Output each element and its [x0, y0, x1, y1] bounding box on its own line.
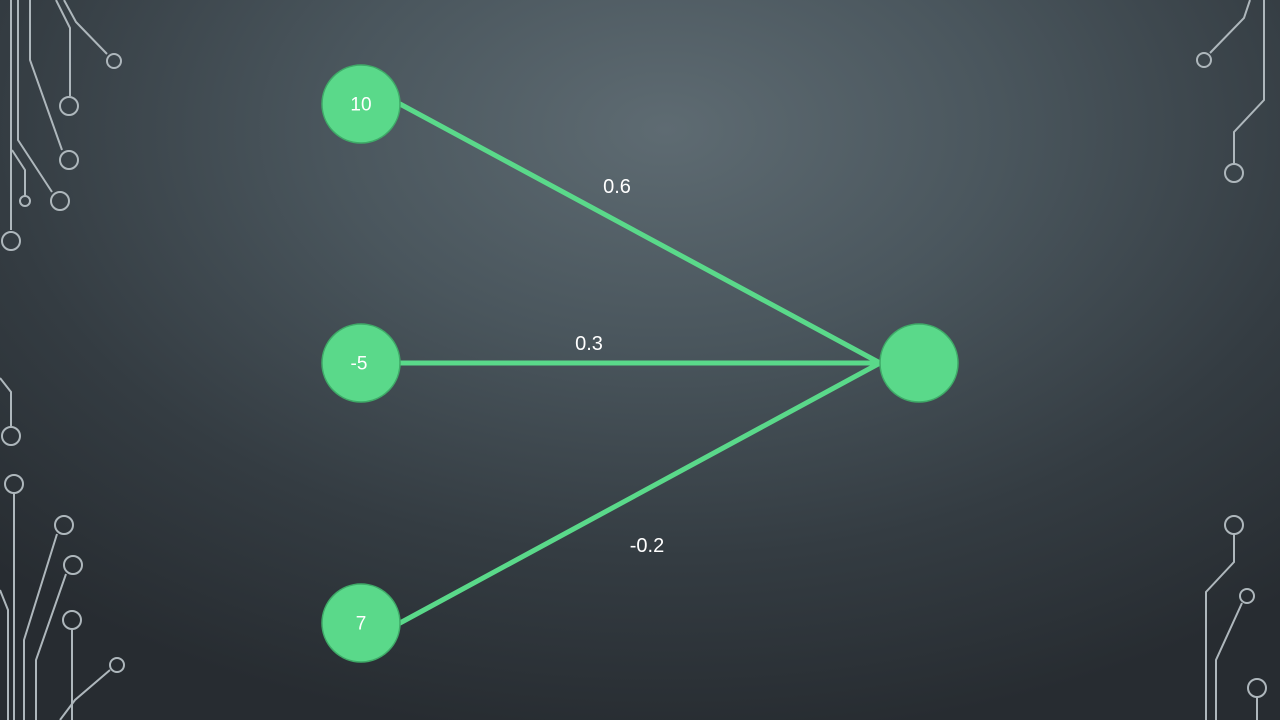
input-node-2: -5	[321, 323, 401, 403]
output-node-circle	[879, 323, 959, 403]
input-node-3-circle	[321, 583, 401, 663]
input-node-3: 7	[321, 583, 401, 663]
input-node-2-label: -5	[351, 354, 368, 375]
weight-labels: 0.6 0.3 -0.2	[575, 176, 664, 557]
circuit-decoration-bottom-right	[1205, 515, 1267, 720]
input-node-1-circle	[321, 64, 401, 144]
edge-input-1-to-output	[397, 101, 883, 366]
output-node	[879, 323, 959, 403]
circuit-decoration-bottom-left	[0, 377, 125, 720]
input-node-1: 10	[321, 64, 401, 144]
circuit-decoration-top-left	[1, 0, 122, 251]
edges	[397, 101, 883, 626]
input-node-3-label: 7	[356, 614, 367, 635]
circuit-decoration-top-right	[1196, 0, 1265, 183]
weight-label-input-2: 0.3	[575, 333, 603, 355]
input-node-1-label: 10	[350, 95, 371, 116]
weight-label-input-3: -0.2	[630, 535, 664, 557]
input-node-2-circle	[321, 323, 401, 403]
edge-input-3-to-output	[397, 360, 883, 626]
weight-label-input-1: 0.6	[603, 176, 631, 198]
